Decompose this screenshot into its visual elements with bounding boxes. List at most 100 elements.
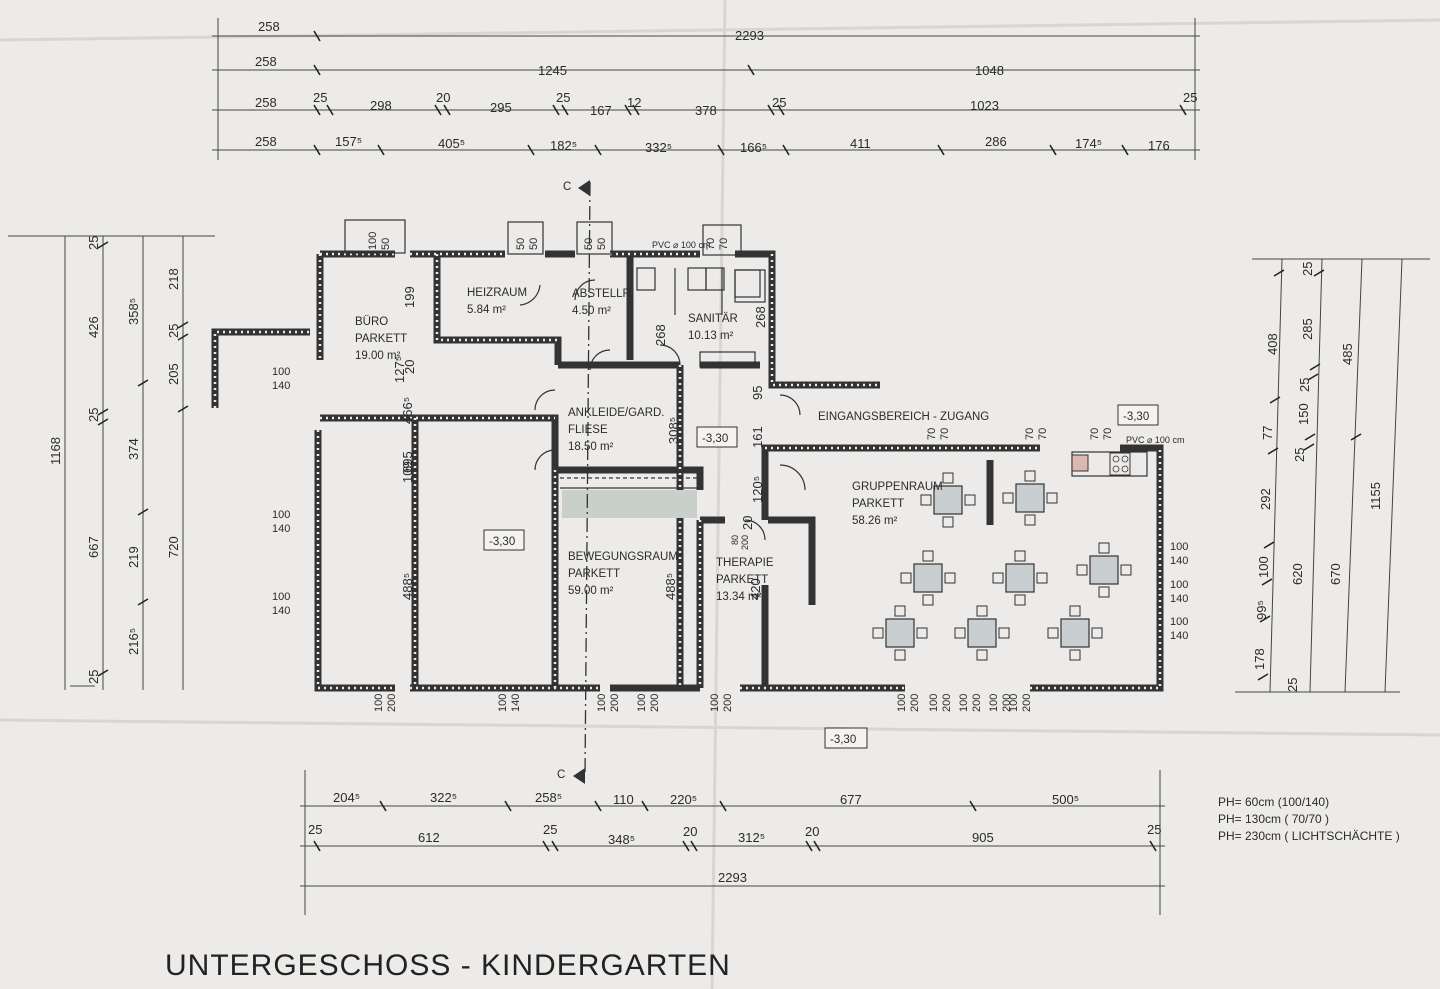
window-dim-value: 200 [386, 694, 398, 712]
dim-bottom-r3-0: 2293 [718, 870, 747, 885]
dim-right-c1-7: 25 [1285, 678, 1300, 692]
dim-right-c1-4: 100 [1256, 556, 1271, 578]
dim-right-c1-2: 77 [1260, 426, 1275, 440]
room-name: HEIZRAUM [467, 287, 527, 299]
window-dim-value: 200 [1021, 694, 1033, 712]
table-with-chairs [1002, 470, 1058, 526]
dim-left-c2-0: 25 [86, 236, 101, 250]
dim-top-r4-0: 258 [255, 134, 277, 149]
legend-line-3: PH= 230cm ( LICHTSCHÄCHTE ) [1218, 829, 1400, 843]
room-floor: PARKETT [568, 568, 620, 580]
dim-left-c3-2: 219 [126, 546, 141, 568]
dim-right-c1-5: 99⁵ [1254, 600, 1269, 620]
dim-top-r3-3: 20 [436, 90, 450, 105]
window-dim-value: 70 [1089, 428, 1101, 440]
window-dim-value: 70 [1024, 428, 1036, 440]
window-dim-value: 140 [510, 694, 522, 712]
dim-left-c4-0: 218 [166, 268, 181, 290]
inner-dim: 420 [748, 578, 763, 600]
dim-right-c4-0: 1155 [1368, 482, 1383, 510]
window-dim-value: 100 [958, 694, 970, 712]
dim-right-c1-6: 178 [1252, 648, 1267, 670]
window-dim-value: 50 [583, 238, 595, 250]
window-dim-value: 100 [1008, 694, 1020, 712]
inner-dim: 161 [750, 426, 765, 448]
right-dimension-chains: 25 408 77 292 100 99⁵ 178 25 285 25 150 … [1235, 258, 1430, 693]
level-markers: -3,30 -3,30 -3,30 -3,30 [483, 404, 1159, 749]
room-name: GRUPPENRAUM [852, 481, 943, 493]
dim-top-r3-11: 25 [1183, 90, 1197, 105]
dim-top-r4-7: 286 [985, 134, 1007, 149]
level-mark: -3,30 [830, 734, 856, 746]
window-dim-value: 100 [896, 694, 908, 712]
window-dim-value: 200 [649, 694, 661, 712]
inner-dim: 268 [753, 306, 768, 328]
window-dim-value: 100 [1170, 541, 1188, 553]
inner-dim: 95 [750, 386, 765, 400]
dim-bottom-r1-5: 677 [840, 792, 862, 807]
window-dim-value: 70 [705, 238, 717, 250]
dim-top-r3-1: 25 [313, 90, 327, 105]
dim-top-r3-4: 295 [490, 100, 512, 115]
window-dim-value: 100 [988, 694, 1000, 712]
legend: PH= 60cm (100/140) PH= 130cm ( 70/70 ) P… [1218, 795, 1400, 843]
drawing-title: UNTERGESCHOSS - KINDERGARTEN [165, 949, 731, 982]
room-area: 10.13 m² [688, 330, 734, 342]
paper-fold [0, 718, 1440, 737]
dim-top-r3-7: 12 [627, 95, 641, 110]
section-mark-top: C [563, 181, 571, 193]
paper-fold [710, 0, 727, 989]
window-dim-value: 200 [1001, 694, 1013, 712]
dim-right-c2-3: 25 [1292, 448, 1307, 462]
dim-bottom-r2-0: 25 [308, 822, 322, 837]
table-with-chairs [954, 605, 1010, 661]
room-area: 4.50 m² [572, 305, 611, 317]
window-dim-value: 50 [528, 238, 540, 250]
room-heizraum: HEIZRAUM 5.84 m² [467, 287, 527, 316]
dim-top-r3-0: 258 [255, 95, 277, 110]
window-dim-value: 200 [722, 694, 734, 712]
legend-line-2: PH= 130cm ( 70/70 ) [1218, 812, 1329, 826]
room-floor: FLIESE [568, 424, 608, 436]
window-dim-value: 140 [272, 523, 290, 535]
level-mark: -3,30 [1123, 411, 1149, 423]
window-dim-value: 70 [939, 428, 951, 440]
dim-top-r1-1: 2293 [735, 28, 764, 43]
dim-bottom-r2-4: 20 [683, 824, 697, 839]
dim-top-r4-3: 182⁵ [550, 138, 577, 153]
room-sanitaer: SANITÄR 10.13 m² [688, 313, 738, 342]
window-dim-value: 100 [272, 591, 290, 603]
window-dim-value: 200 [609, 694, 621, 712]
gruppenraum-furniture [872, 470, 1132, 661]
dim-bottom-r1-1: 322⁵ [430, 790, 457, 805]
room-area: 13.34 m² [716, 591, 762, 603]
window-dim-value: 100 [272, 509, 290, 521]
table-with-chairs [872, 605, 928, 661]
inner-dim: 199 [402, 286, 417, 308]
dim-top-r3-6: 167 [590, 103, 612, 118]
dim-bottom-r1-3: 110 [613, 792, 634, 807]
window-dim-value: 50 [596, 238, 608, 250]
dim-top-r2-1: 1245 [538, 63, 567, 78]
dim-bottom-r2-1: 612 [418, 830, 440, 845]
room-bewegungsraum: BEWEGUNGSRAUM PARKETT 59.00 m² [568, 551, 678, 597]
dim-left-c4-2: 205 [166, 363, 181, 385]
window-dim-value: 50 [380, 238, 392, 250]
dim-bottom-r1-2: 258⁵ [535, 790, 562, 805]
window-dim-value: 200 [971, 694, 983, 712]
window-dim-value: 100 [367, 232, 379, 250]
dim-right-c1-0: 25 [1300, 262, 1315, 276]
dim-left-c2-1: 426 [86, 316, 101, 338]
dim-bottom-r2-8: 25 [1147, 822, 1161, 837]
